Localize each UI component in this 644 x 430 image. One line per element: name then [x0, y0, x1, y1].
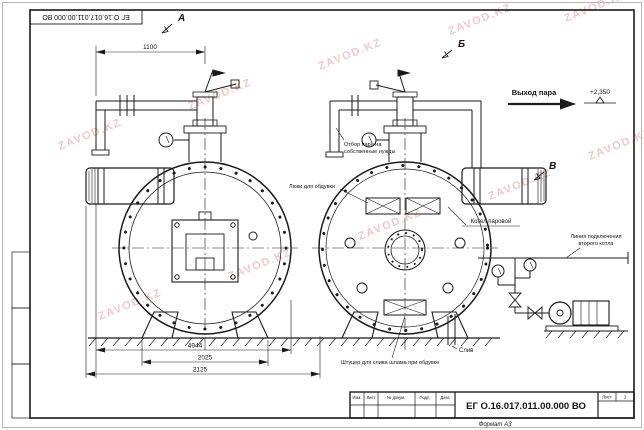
valve-symbol [527, 306, 543, 320]
view-label-v: В [549, 161, 556, 172]
dimension-2: 2025 [198, 355, 213, 362]
title-header-doc: № докум. [387, 395, 405, 400]
label-blow-hatches: Люки для обдувки [289, 184, 335, 190]
margin-stamp-cell [11, 307, 31, 365]
watermark: ZAVOD.KZ [447, 1, 514, 37]
pressure-gauge [523, 258, 537, 272]
pipe-flange [325, 151, 344, 158]
title-sheet-value: 1 [624, 395, 627, 400]
valve-flag [397, 69, 411, 77]
bottom-hatch [383, 299, 427, 316]
inspection-port [442, 282, 454, 294]
inspection-port [356, 282, 368, 294]
dimension-3: 2125 [193, 367, 208, 374]
label-steam-takeoff: собственные нужды [344, 149, 395, 155]
margin-stamp-cell [11, 363, 31, 419]
corner-stamp-number: ЕГ О.16.017.011.00.000 ВО [42, 13, 130, 20]
label-sludge-fitting: Штуцер для слива шлама при обдувке [341, 360, 440, 366]
pressure-gauge [158, 132, 174, 148]
support-saddle [231, 311, 269, 339]
blow-hatch [405, 197, 441, 215]
view-arrow-v [533, 171, 545, 181]
inspection-port [344, 237, 356, 249]
pump [548, 301, 572, 325]
side-drum [461, 167, 547, 205]
lever-weight [369, 80, 379, 90]
title-drawing-number: ЕГ О.16.017.011.00.000 ВО [466, 401, 586, 412]
dimension-overall: 4944 [188, 343, 203, 350]
pump-base [545, 325, 619, 332]
view-arrow-a [161, 23, 173, 34]
side-drum [85, 167, 175, 205]
support-saddle [141, 311, 179, 339]
format-label: Формат А3 [479, 422, 512, 428]
label-steam-takeoff: Отбор пара на [344, 142, 382, 148]
title-block [349, 391, 635, 419]
title-sheet-label: Лист [602, 395, 612, 400]
label-connect-line: второго котла [579, 241, 615, 247]
dimension-top-width: 1100 [143, 44, 157, 51]
watermark: ZAVOD.KZ [563, 0, 630, 25]
label-boiler-name: Котел паровой [471, 218, 512, 225]
blow-hatch [365, 197, 401, 215]
motor [572, 300, 610, 326]
watermark: ZAVOD.KZ [57, 116, 124, 152]
valve-symbol [508, 292, 522, 308]
support-saddle [431, 311, 469, 339]
label-drain: Слив [459, 348, 473, 354]
boiler-rear-view [312, 69, 547, 352]
door-hinge [198, 211, 212, 221]
watermark: ZAVOD.KZ [587, 126, 644, 162]
title-header-izm: Изм. [353, 395, 362, 400]
leader-lines [161, 23, 616, 359]
inspection-port [454, 237, 466, 249]
lever-weight [230, 79, 240, 89]
valve-lever [375, 84, 406, 93]
label-steam-outlet: Выход пара [512, 88, 557, 97]
pipe-flange [91, 149, 110, 156]
valve-flag [212, 69, 226, 77]
label-connect-line: Линия подключения [570, 234, 621, 240]
burner-box [195, 257, 215, 271]
title-header-sign: Подп. [419, 395, 430, 400]
pump-assembly [478, 252, 629, 332]
manhole [384, 229, 426, 271]
pressure-gauge [491, 264, 505, 278]
pressure-gauge [361, 132, 377, 148]
title-header-list: Лист [366, 395, 375, 400]
boiler-front-view [85, 69, 298, 352]
dimensions [85, 46, 321, 378]
margin-stamp-cell [11, 251, 31, 309]
watermark: ZAVOD.KZ [317, 36, 384, 72]
view-label-a: А [177, 13, 185, 24]
sight-glass [248, 231, 258, 241]
title-header-date: Дата [440, 395, 450, 400]
label-elevation: +2,350 [590, 89, 610, 96]
view-label-b: Б [458, 39, 465, 50]
corner-stamp-cell [29, 9, 143, 25]
view-arrow-b [441, 49, 453, 59]
support-saddle [341, 311, 379, 339]
